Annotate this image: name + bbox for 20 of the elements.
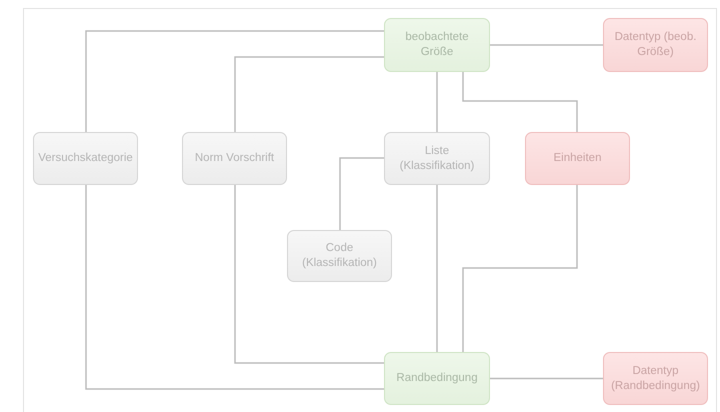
entity-box: Versuchskategorie <box>33 132 138 185</box>
entity-box: Code (Klassifikation) <box>287 230 392 282</box>
entity-box: Randbedingung <box>384 352 490 405</box>
entity-box: Datentyp (Randbedingung) <box>603 352 708 405</box>
entity-box: Datentyp (beob. Größe) <box>603 18 708 72</box>
connector-line <box>490 378 603 380</box>
connector-line <box>85 30 384 132</box>
connector-line <box>234 56 384 132</box>
entity-box: Liste (Klassifikation) <box>384 132 490 185</box>
connector-line <box>436 185 438 352</box>
connector-line <box>339 157 384 230</box>
connector-line <box>490 44 603 46</box>
connector-line <box>462 185 578 352</box>
connector-line <box>85 185 384 390</box>
connector-line <box>462 72 578 132</box>
entity-box: beobachtete Größe <box>384 18 490 72</box>
connector-line <box>234 185 384 364</box>
entity-box: Einheiten <box>525 132 630 185</box>
entity-box: Norm Vorschrift <box>182 132 287 185</box>
connector-line <box>436 72 438 132</box>
